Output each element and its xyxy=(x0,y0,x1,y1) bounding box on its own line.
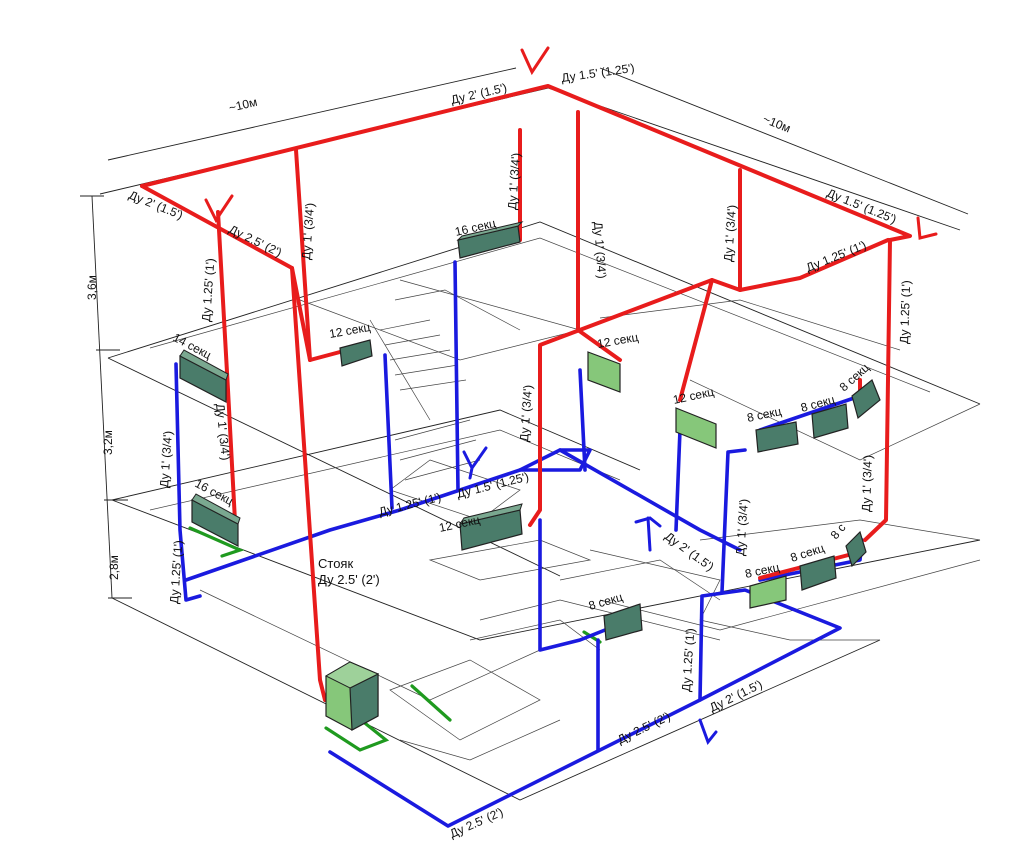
boiler xyxy=(324,661,380,731)
dimension-height-bottom: 2,8м xyxy=(107,555,121,580)
pipe-label: Ду 1' (3/4') xyxy=(517,384,535,442)
radiator-14: 14 секц xyxy=(171,330,229,403)
pipe-label: Ду 2.5' (2') xyxy=(615,709,672,747)
pipe-label: Ду 1.25' (1') xyxy=(679,628,697,692)
supply-pipes xyxy=(140,84,912,702)
radiator-label: 8 секц xyxy=(587,590,624,613)
riser-label-line2: Ду 2.5' (2') xyxy=(318,572,380,587)
dimension-width-left: ~10м xyxy=(228,95,259,115)
radiator-label: 12 секц xyxy=(596,330,639,351)
pipe-label: Ду 1' (3/4') xyxy=(213,403,233,461)
radiator-label: 12 секц xyxy=(672,385,716,407)
radiator-8-e: 8 секц xyxy=(789,541,837,591)
pipe-label: Ду 1.5' (1.25') xyxy=(560,61,635,85)
riser-label: Стояк Ду 2.5' (2') xyxy=(318,556,380,587)
dimension-height-middle: 3,2м xyxy=(101,430,115,455)
radiator-12-b: 12 секц xyxy=(587,330,639,393)
return-pipes xyxy=(174,260,864,828)
pipe-label: Ду 1.25' (1') xyxy=(199,258,217,322)
return-pipe-labels: Ду 1' (3/4') Ду 1.25' (1') Ду 1.25' (1')… xyxy=(157,430,765,840)
pipe-label: Ду 1' (3/4') xyxy=(505,152,523,210)
radiator-8-d: 8 секц xyxy=(744,560,787,609)
pipe-label: Ду 2.5' (2') xyxy=(227,222,284,260)
pipe-label: Ду 1' (3/4') xyxy=(721,204,739,262)
pipe-label: Ду 1' (3/4') xyxy=(157,430,175,488)
pipe-label: Ду 1' (3/4') xyxy=(591,221,609,279)
radiator-label: 8 секц xyxy=(746,404,783,425)
building-outline xyxy=(80,67,981,801)
radiator-16-top: 16 секц xyxy=(454,216,524,259)
radiator-8-s: 8 с xyxy=(828,521,867,568)
riser-label-line1: Стояк xyxy=(318,556,353,571)
pipe-label: Ду 1' (3/4') xyxy=(859,455,875,512)
pipe-label: Ду 1.25' (1') xyxy=(897,280,913,344)
radiator-12-a: 12 секц xyxy=(328,320,373,367)
pipe-label: Ду 1' (3/4') xyxy=(733,498,751,556)
pipe-label: Ду 1.5' (1.25') xyxy=(455,470,530,501)
radiators: 16 секц 12 секц 14 секц 16 секц 12 секц … xyxy=(171,216,881,641)
pipe-label: Ду 1.25' (1') xyxy=(167,540,185,604)
dimension-height-top: 3,6м xyxy=(85,275,99,300)
radiator-label: 12 секц xyxy=(328,320,371,341)
markers xyxy=(204,46,938,746)
radiator-8-a: 8 секц xyxy=(746,404,799,453)
radiator-12-mid: 12 секц xyxy=(438,503,523,551)
pipe-label: Ду 1.25' (1') xyxy=(804,238,868,275)
dimension-width-right: ~10м xyxy=(761,112,793,136)
pipe-label: Ду 1' (3/4') xyxy=(299,202,317,260)
radiator-8-b: 8 секц xyxy=(799,392,849,439)
